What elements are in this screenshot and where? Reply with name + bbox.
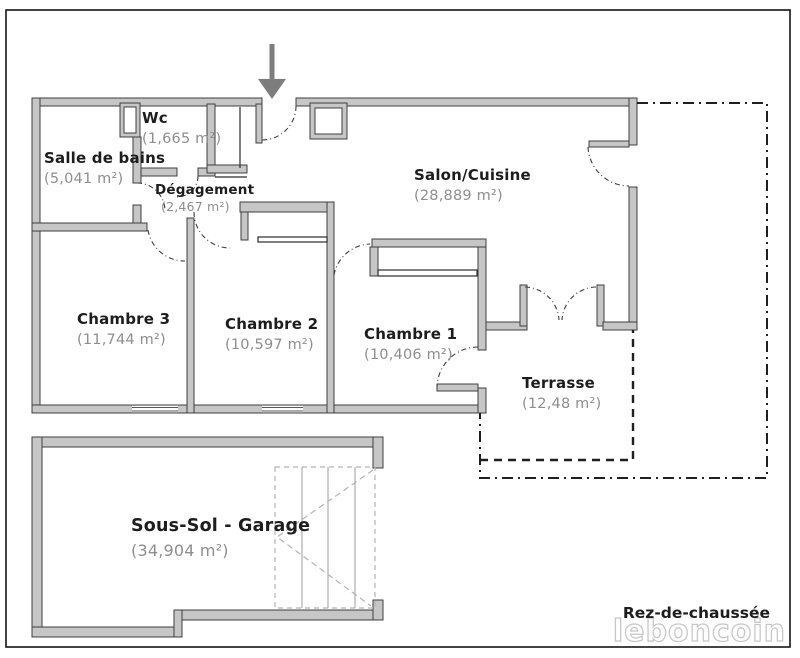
room-label-terrasse: Terrasse (12,48 m²) <box>522 375 601 412</box>
closet-fronts <box>215 107 478 277</box>
room-name: Wc <box>142 109 168 127</box>
room-name: Sous-Sol - Garage <box>131 516 311 536</box>
walls <box>31 97 638 638</box>
room-area: (5,041 m²) <box>44 170 124 187</box>
room-area: (11,744 m²) <box>77 331 166 348</box>
entrance-arrow-icon <box>258 44 286 99</box>
page-border <box>5 9 791 648</box>
room-name: Dégagement <box>155 182 255 198</box>
stairs <box>274 466 376 609</box>
room-label-sous-sol-garage: Sous-Sol - Garage (34,904 m²) <box>131 516 311 560</box>
room-label-salon-cuisine: Salon/Cuisine (28,889 m²) <box>414 167 531 204</box>
room-name: Salle de bains <box>44 149 166 167</box>
room-label-salle-de-bains: Salle de bains (5,041 m²) <box>44 150 165 187</box>
room-label-chambre-3: Chambre 3 (11,744 m²) <box>77 311 170 348</box>
room-label-degagement: Dégagement (2,467 m²) <box>155 182 255 215</box>
room-label-chambre-1: Chambre 1 (10,406 m²) <box>364 326 457 363</box>
room-area: (34,904 m²) <box>131 540 229 560</box>
shaft-boxes <box>119 102 348 140</box>
room-area: (12,48 m²) <box>522 395 602 412</box>
terrasse-outline <box>480 330 635 462</box>
room-area: (10,406 m²) <box>364 346 453 363</box>
room-name: Chambre 3 <box>77 310 171 328</box>
room-name: Terrasse <box>522 374 595 392</box>
room-area: (28,889 m²) <box>414 187 503 204</box>
room-label-chambre-2: Chambre 2 (10,597 m²) <box>225 316 318 353</box>
windows <box>132 405 303 413</box>
room-area: (10,597 m²) <box>225 336 314 353</box>
property-limit-line <box>479 102 768 479</box>
door-swing-arcs <box>136 105 630 389</box>
room-label-wc: Wc (1,665 m²) <box>142 110 221 147</box>
leboncoin-watermark: leboncoin <box>613 614 786 649</box>
floor-title: Rez-de-chaussée <box>622 604 770 622</box>
room-area: (1,665 m²) <box>142 130 222 147</box>
room-name: Chambre 1 <box>364 325 458 343</box>
room-name: Chambre 2 <box>225 315 319 333</box>
room-area: (2,467 m²) <box>161 199 230 215</box>
room-name: Salon/Cuisine <box>414 166 531 184</box>
